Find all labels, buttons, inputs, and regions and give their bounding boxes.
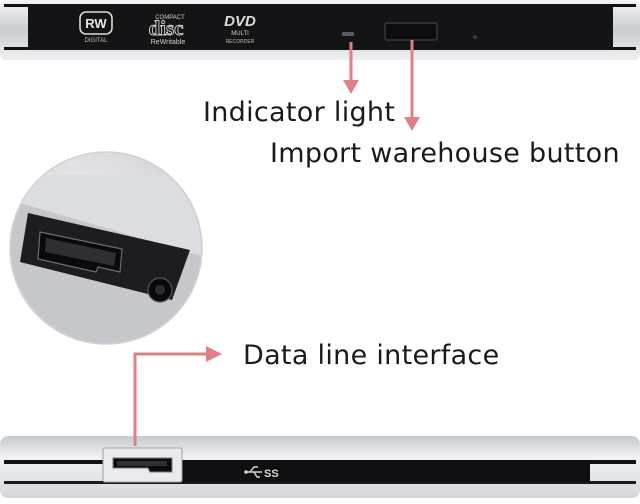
data-line-interface-label: Data line interface xyxy=(243,340,500,371)
rw-logo-text: RW xyxy=(85,16,107,31)
rw-logo-subtext: DIGITAL xyxy=(85,38,109,44)
indicator-light-label: Indicator light xyxy=(203,97,396,128)
dvd-multi-text: MULTI xyxy=(231,31,249,37)
drive-front-view: RW DIGITAL COMPACT disc ReWritable DVD M… xyxy=(0,0,640,60)
usb-ss-text: SS xyxy=(264,468,279,480)
emergency-eject-hole xyxy=(473,35,477,39)
indicator-arrow xyxy=(343,42,359,94)
compact-disc-logo: COMPACT disc ReWritable xyxy=(148,15,185,46)
drive-front-panel xyxy=(28,4,613,50)
drive-back-strip xyxy=(170,462,590,482)
compact-disc-sub-text: ReWritable xyxy=(151,39,186,46)
compact-disc-top-text: COMPACT xyxy=(155,15,185,21)
compact-disc-main-text: disc xyxy=(148,16,183,40)
data-line-arrow xyxy=(133,346,222,446)
dvd-logo-text: DVD xyxy=(224,13,256,30)
indicator-light xyxy=(342,32,354,36)
rw-logo: RW DIGITAL xyxy=(79,11,113,44)
import-warehouse-button xyxy=(384,22,438,41)
port-zoom-circle xyxy=(9,151,203,345)
usb-ss-logo: SS xyxy=(244,466,279,480)
usb3-port-back xyxy=(112,457,173,473)
drive-back-lower-groove xyxy=(4,481,636,484)
usb3-micro-b-port xyxy=(37,231,123,273)
drive-back-view: SS xyxy=(0,436,640,498)
import-button-arrow xyxy=(404,40,420,131)
import-button-label: Import warehouse button xyxy=(270,138,620,169)
dvd-multi-logo: DVD MULTI RECORDER xyxy=(224,13,256,45)
dvd-sub-text: RECORDER xyxy=(226,39,255,45)
